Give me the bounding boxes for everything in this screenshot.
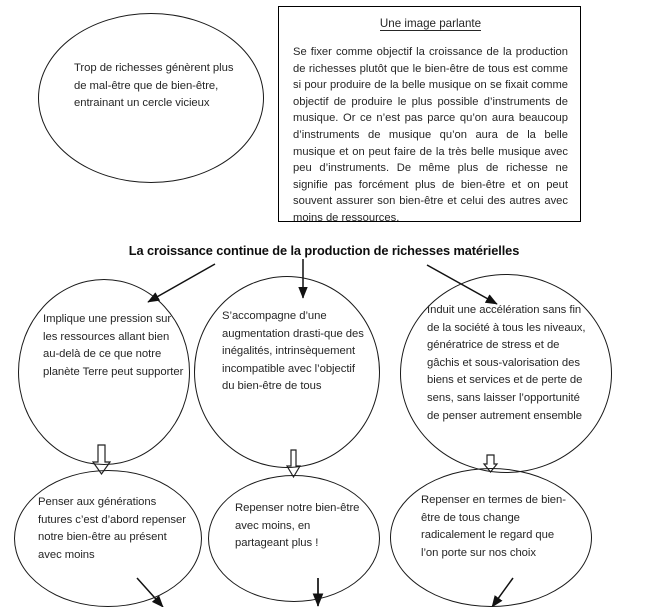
arrow-heading-to-consequence-1 <box>147 263 216 303</box>
ellipse-response-regard-choix[interactable]: Repenser en termes de bien-être de tous … <box>390 468 592 607</box>
textbox-body: Se fixer comme objectif la croissance de… <box>293 46 568 224</box>
textbox-title-text: Une image parlante <box>379 17 482 31</box>
textbox-title: Une image parlante <box>279 17 582 31</box>
page-title: La croissance continue de la production … <box>128 243 520 258</box>
ellipse-trop-de-richesses[interactable]: Trop de richesses génèrent plus de mal-ê… <box>38 13 264 183</box>
ellipse-trop-de-richesses-label: Trop de richesses génèrent plus de mal-ê… <box>74 62 234 110</box>
circle-consequence-implique-label: Implique une pression sur les ressources… <box>43 313 184 378</box>
circle-consequence-inegalites-label: S’accompagne d’une augmentation drasti-q… <box>222 310 364 393</box>
ellipse-response-partager-plus-label: Repenser notre bien-être avec moins, en … <box>235 502 360 550</box>
circle-consequence-acceleration-label: Induit une accélération sans fin de la s… <box>427 304 586 422</box>
ellipse-response-partager-plus[interactable]: Repenser notre bien-être avec moins, en … <box>208 475 380 602</box>
ellipse-response-generations-futures[interactable]: Penser aux générations futures c’est d’a… <box>14 470 202 607</box>
ellipse-response-generations-futures-label: Penser aux générations futures c’est d’a… <box>38 496 186 561</box>
textbox-une-image-parlante[interactable]: Une image parlante Se fixer comme object… <box>278 6 582 224</box>
circle-consequence-implique[interactable]: Implique une pression sur les ressources… <box>18 279 190 465</box>
ellipse-response-regard-choix-label: Repenser en termes de bien-être de tous … <box>421 494 566 559</box>
circle-consequence-inegalites[interactable]: S’accompagne d’une augmentation drasti-q… <box>194 276 380 468</box>
circle-consequence-acceleration[interactable]: Induit une accélération sans fin de la s… <box>400 274 612 473</box>
